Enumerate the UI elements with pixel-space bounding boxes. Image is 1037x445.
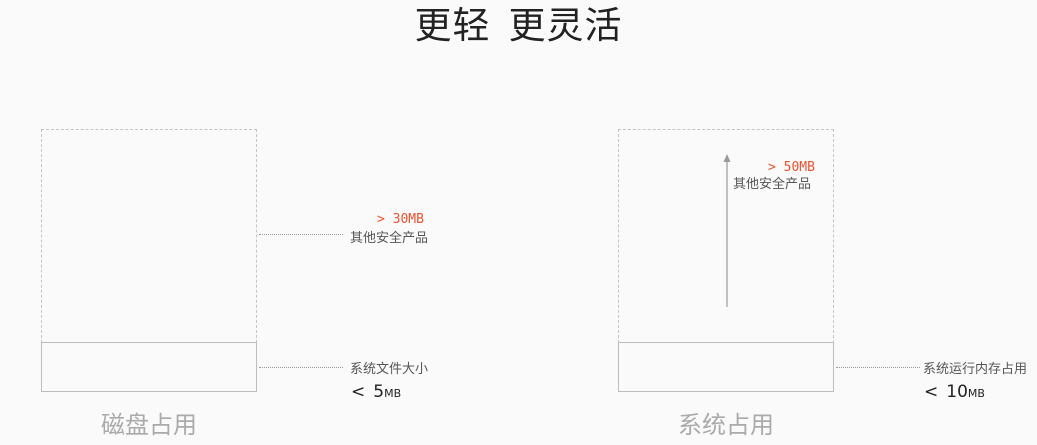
arrow-up-icon: [723, 154, 731, 307]
disk-other-value: > 30MB: [377, 212, 424, 227]
system-self-leader-line: [836, 367, 920, 368]
system-other-label: 其他安全产品: [733, 177, 812, 192]
disk-other-leader-line: [259, 234, 343, 235]
system-self-unit: MB: [967, 387, 985, 400]
disk-self-value: <5MB: [351, 382, 401, 404]
disk-self-bar: [41, 342, 257, 392]
system-usage-caption: 系统占用: [678, 411, 774, 439]
system-self-label: 系统运行内存占用: [923, 362, 1028, 377]
disk-self-lt: <: [351, 382, 366, 402]
system-other-products-bar: [618, 129, 834, 343]
disk-self-number: 5: [373, 382, 385, 402]
disk-self-unit: MB: [384, 387, 402, 400]
title-part-flexible: 更灵活: [508, 4, 623, 47]
disk-usage-caption: 磁盘占用: [101, 411, 197, 439]
disk-self-leader-line: [259, 367, 343, 368]
disk-self-label: 系统文件大小: [350, 362, 429, 377]
system-self-lt: <: [924, 382, 939, 402]
disk-other-products-bar: [41, 129, 257, 343]
page-title: 更轻更灵活: [0, 2, 1037, 50]
system-self-number: 10: [946, 382, 968, 402]
disk-other-label: 其他安全产品: [350, 231, 429, 246]
system-other-value: > 50MB: [768, 160, 815, 175]
system-self-bar: [618, 342, 834, 392]
title-part-lighter: 更轻: [414, 4, 491, 47]
system-self-value: <10MB: [924, 382, 985, 404]
